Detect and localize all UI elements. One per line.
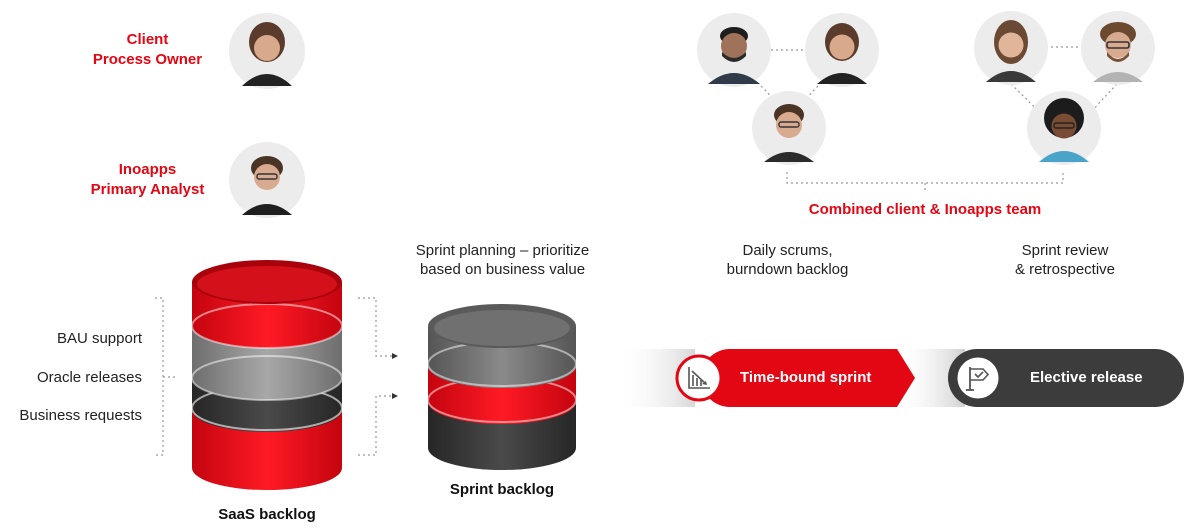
daily-scrums-caption: Daily scrums, burndown backlog [726,242,849,278]
avatar-team-member-6 [1026,90,1102,166]
avatar-client-owner [228,12,306,90]
inoapps-primary-analyst-label: Inoapps Primary Analyst [90,161,205,198]
avatar-team-member-4 [973,10,1049,86]
sprint-planning-caption: Sprint planning – prioritize based on bu… [415,242,590,278]
client-process-owner-label: Client Process Owner [92,31,203,68]
avatar-team-member-2 [804,12,880,88]
source-item: BAU support [56,330,142,347]
source-item: Business requests [19,407,142,424]
avatar-team-member-3 [751,90,827,166]
avatar-primary-analyst [228,141,306,219]
burndown-chart-icon [674,353,724,408]
elective-release-label: Elective release [1030,369,1143,386]
sprint-backlog-cylinder [427,304,577,470]
source-item: Oracle releases [36,369,142,386]
flow-band [615,349,1184,407]
avatar-team-member-1 [696,12,772,88]
sprint-backlog-label: Sprint backlog [449,481,555,498]
saas-backlog-label: SaaS backlog [218,506,316,523]
time-bound-sprint-label: Time-bound sprint [740,369,872,386]
combined-team-label: Combined client & Inoapps team [808,201,1042,218]
release-sign-icon [953,353,1003,408]
avatar-team-member-5 [1080,10,1156,86]
sprint-review-caption: Sprint review & retrospective [1014,242,1116,278]
saas-backlog-cylinder [191,260,343,490]
